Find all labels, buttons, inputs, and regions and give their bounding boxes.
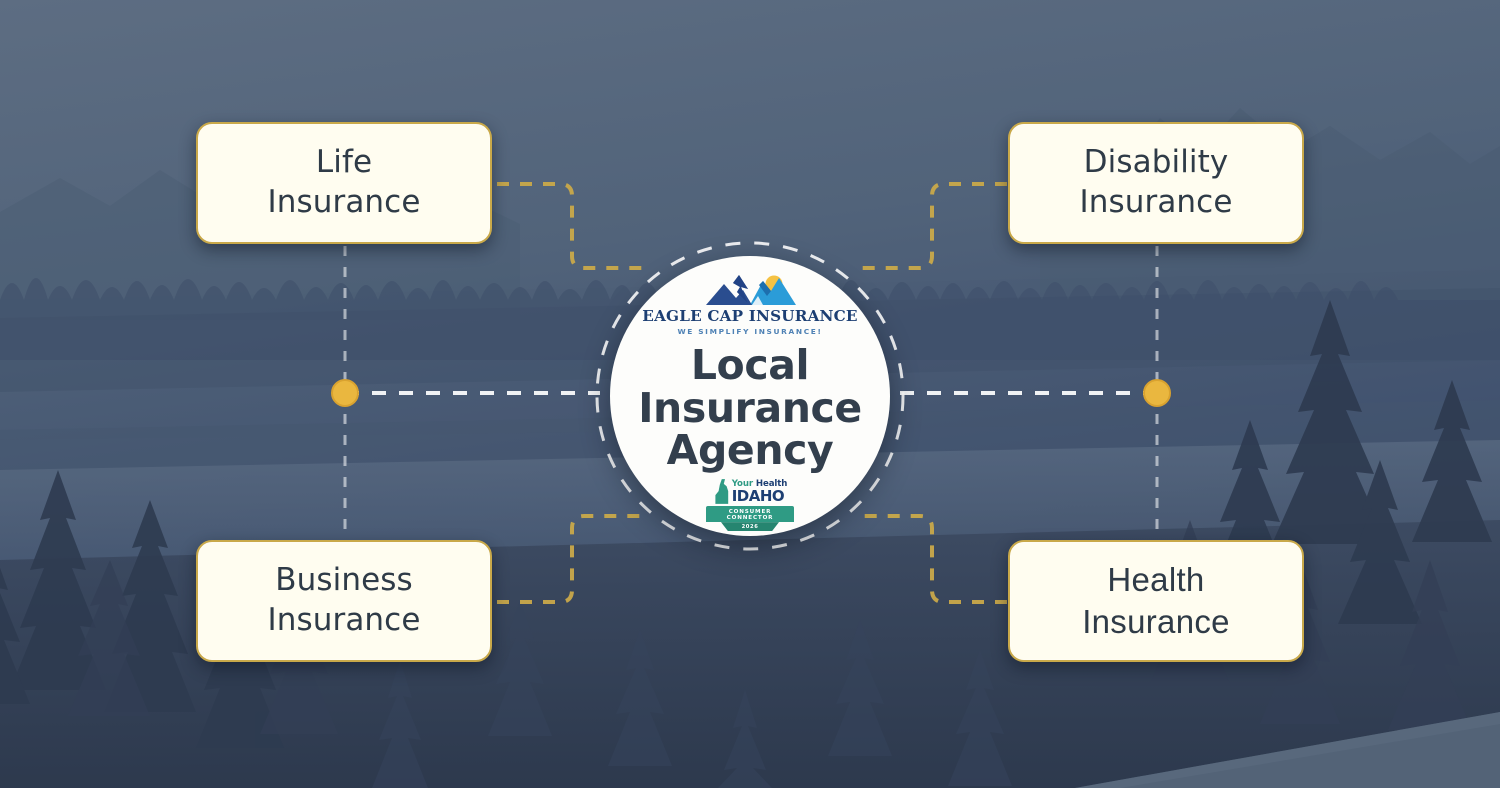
brand-lockup: EAGLE CAP INSURANCE WE SIMPLIFY INSURANC… xyxy=(610,274,890,336)
badge-ribbon: CONSUMER CONNECTOR xyxy=(706,506,794,523)
node-card-disability-label: Disability Insurance xyxy=(1079,144,1233,220)
idaho-state-outline-icon xyxy=(715,479,728,504)
brand-tagline: WE SIMPLIFY INSURANCE! xyxy=(677,327,823,337)
node-card-business[interactable]: Business Insurance xyxy=(196,540,492,662)
node-card-health-label: Health Insurance xyxy=(1082,560,1230,640)
your-health-idaho-badge: Your Health IDAHO CONSUMER CONNECTOR 202… xyxy=(704,479,796,532)
node-card-life[interactable]: Life Insurance xyxy=(196,122,492,244)
mountain-sun-logo-icon xyxy=(706,275,796,305)
node-card-business-label: Business Insurance xyxy=(267,562,421,638)
hub-headline: Local Insurance Agency xyxy=(638,341,862,475)
node-card-health[interactable]: Health Insurance xyxy=(1008,540,1304,662)
node-card-life-label: Life Insurance xyxy=(267,144,421,220)
node-card-disability[interactable]: Disability Insurance xyxy=(1008,122,1304,244)
badge-idaho: IDAHO xyxy=(731,486,785,505)
center-hub[interactable]: EAGLE CAP INSURANCE WE SIMPLIFY INSURANC… xyxy=(610,256,890,536)
badge-year: 2026 xyxy=(721,522,779,532)
brand-name: EAGLE CAP INSURANCE xyxy=(642,307,858,325)
